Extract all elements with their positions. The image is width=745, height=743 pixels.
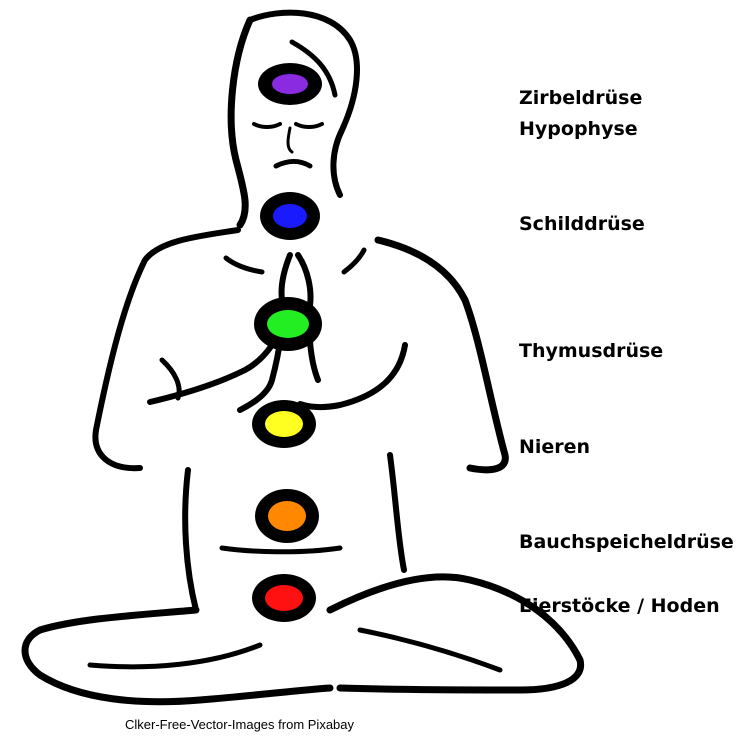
legs-outline-right	[326, 573, 585, 694]
chakra-throat-dot	[273, 204, 307, 228]
chakra-heart-dot	[267, 310, 309, 338]
label-thymus: Thymusdrüse	[519, 340, 664, 362]
torso-right	[387, 452, 407, 573]
chakra-root-dot	[265, 585, 303, 611]
chakra-sacral-dot	[268, 501, 306, 531]
image-credit: Clker-Free-Vector-Images from Pixabay	[125, 717, 355, 732]
label-thyroid: Schilddrüse	[519, 213, 645, 235]
left-eye	[252, 122, 282, 129]
label-pineal: Zirbeldrüse	[519, 87, 643, 109]
shoulder-right	[374, 236, 509, 474]
label-pituitary: Hypophyse	[519, 118, 638, 140]
right-eye	[294, 122, 324, 129]
collar-left	[223, 255, 265, 275]
nose	[286, 126, 294, 154]
chakra-crown-dot	[272, 74, 308, 94]
chakra-points	[252, 63, 322, 622]
mouth	[273, 159, 313, 169]
left-inner-arm	[159, 357, 182, 401]
legs-outline	[21, 606, 334, 706]
leg-crease-right	[357, 627, 503, 673]
head-left-outline	[227, 16, 254, 229]
chakra-solar-plexus-dot	[265, 411, 303, 437]
leg-crease-left	[87, 642, 263, 670]
shoulder-left	[92, 227, 241, 472]
left-forearm	[147, 332, 281, 405]
label-pancreas: Bauchspeicheldrüse	[519, 531, 734, 553]
collar-right	[341, 247, 367, 275]
hair-strand	[289, 39, 338, 98]
label-gonads: Eierstöcke / Hoden	[519, 595, 720, 617]
navel-line	[219, 545, 343, 555]
label-kidneys: Nieren	[519, 436, 591, 458]
torso-left	[182, 467, 199, 613]
head-top-outline	[247, 9, 360, 198]
right-forearm	[297, 342, 408, 411]
